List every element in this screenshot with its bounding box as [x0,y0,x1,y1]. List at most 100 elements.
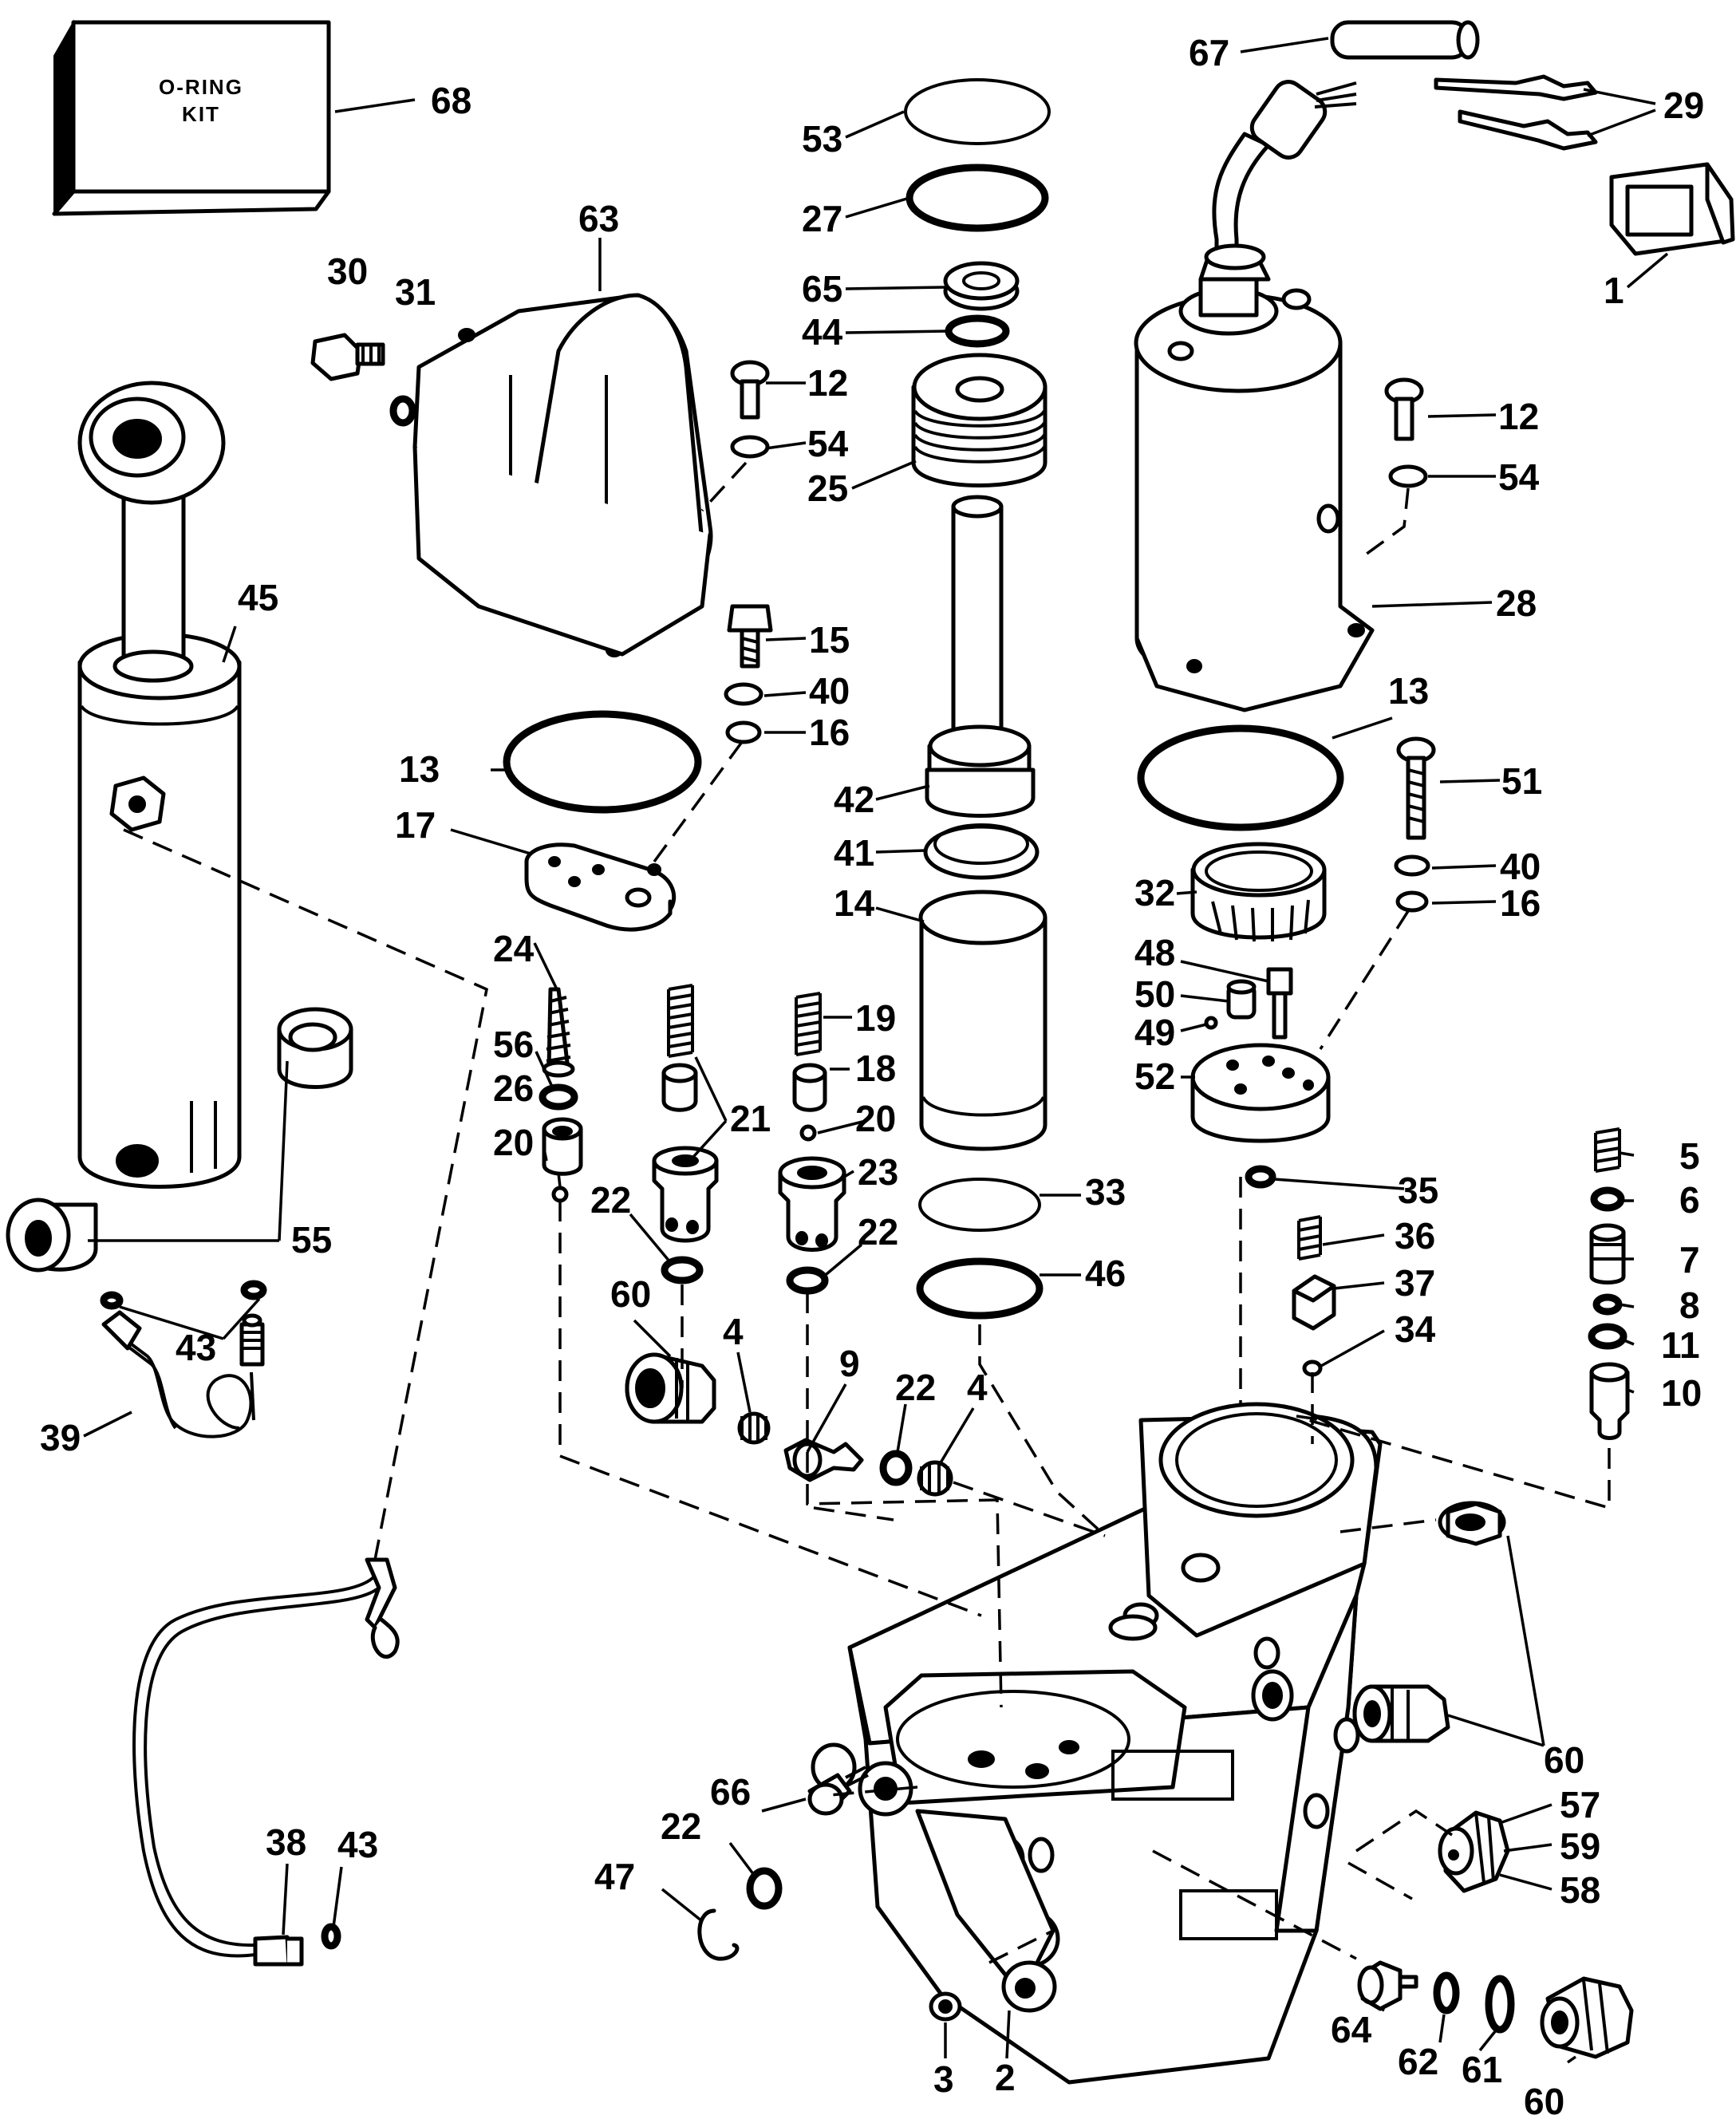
ball-20b [799,1124,817,1142]
piston-rod-42 [925,495,1036,818]
connector-1 [1609,162,1735,256]
fitting-66 [807,1766,869,1816]
valve-7 [1589,1223,1626,1284]
callout-33: 33 [1085,1171,1126,1213]
callout-49: 49 [1134,1012,1175,1053]
clip-47 [697,1908,740,1961]
oring-22c [879,1450,913,1486]
callout-64: 64 [1331,2009,1372,2050]
callout-31: 31 [395,271,436,313]
oring-22d [746,1867,783,1910]
callout-34: 34 [1395,1308,1436,1350]
seal-41 [923,823,1040,880]
callout-38: 38 [266,1821,306,1863]
screw-12a [730,360,770,420]
kit-box-line1: O-RING [159,75,243,99]
callout-66: 66 [710,1771,751,1813]
cylinder-sleeve-14 [918,890,1048,1151]
callout-1: 1 [1604,270,1624,311]
callout-47: 47 [594,1856,635,1897]
oring-56 [539,1083,578,1111]
callout-6: 6 [1679,1179,1700,1221]
callout-4b: 4 [967,1367,988,1408]
valve-9 [783,1438,864,1482]
reservoir-cover-63 [412,293,713,657]
assembly-paths [123,461,1611,1964]
callout-52: 52 [1134,1056,1175,1097]
callout-62: 62 [1398,2041,1438,2082]
oring-44 [945,314,1010,348]
callout-15: 15 [809,619,850,661]
callout-32: 32 [1134,872,1175,914]
washer-54a [730,435,770,459]
oring-46 [916,1257,1044,1320]
piston-21 [661,1063,698,1112]
callout-24: 24 [493,928,535,969]
washer-54b [1388,464,1428,488]
callout-53: 53 [802,118,842,160]
callout-40b: 40 [1500,846,1541,887]
callout-37: 37 [1395,1262,1435,1304]
callout-22d: 22 [661,1805,701,1847]
callout-45: 45 [238,577,278,618]
valve-50 [1226,979,1257,1020]
spring-21 [667,984,694,1058]
screw-12b [1384,377,1424,441]
oring-27 [905,164,1049,232]
valve-10 [1589,1362,1630,1440]
spring-4b [917,1460,953,1497]
callout-17: 17 [395,804,436,846]
callout-57: 57 [1560,1784,1600,1825]
terminals-29 [1434,74,1598,151]
callout-22a: 22 [590,1179,631,1221]
oring-11 [1588,1323,1628,1350]
callout-26: 26 [493,1067,534,1109]
washer-16a [725,720,762,744]
callout-19: 19 [855,997,896,1039]
callout-16a: 16 [809,712,850,753]
oring-22a [661,1256,704,1284]
callout-61: 61 [1462,2049,1502,2090]
callout-16b: 16 [1500,882,1541,924]
callout-13b: 13 [1388,670,1429,712]
screw-48 [1266,967,1293,1040]
wire-sleeve-67 [1330,20,1480,60]
callout-60c: 60 [1524,2081,1564,2122]
callout-12a: 12 [807,362,848,404]
spring-24 [542,987,575,1078]
oring-8 [1592,1293,1623,1316]
callout-65: 65 [802,268,842,310]
spring-19 [795,992,822,1056]
callout-4a: 4 [723,1311,744,1352]
bushing-55b [6,1198,98,1273]
ball-20a [551,1186,569,1203]
screw-51 [1396,736,1436,840]
callout-22b: 22 [858,1211,898,1253]
valve-body-52 [1190,1043,1331,1143]
callout-58: 58 [1560,1869,1600,1911]
oring-53 [904,78,1051,145]
callout-20a: 20 [855,1098,896,1139]
pump-body [811,1402,1383,2085]
callout-5: 5 [1679,1135,1700,1177]
callout-60b: 60 [1544,1739,1584,1781]
callout-67: 67 [1189,32,1229,73]
valve-body-21 [652,1146,719,1243]
oring-13a [503,710,702,814]
plate-17 [524,842,677,932]
callout-27: 27 [802,198,842,239]
hydraulic-line-39 [101,1310,265,1438]
callout-25: 25 [807,468,848,509]
end-cap-25 [911,353,1048,487]
washer-40b [1394,854,1430,877]
callout-43b: 43 [337,1824,378,1865]
washer-40a [724,682,763,706]
callout-9: 9 [839,1343,860,1384]
callout-14: 14 [834,882,875,924]
oring-43a1 [100,1291,124,1310]
valve-60c [1540,1976,1634,2059]
callout-13a: 13 [399,748,440,790]
callout-48: 48 [1134,932,1175,973]
oring-35 [1245,1165,1276,1189]
